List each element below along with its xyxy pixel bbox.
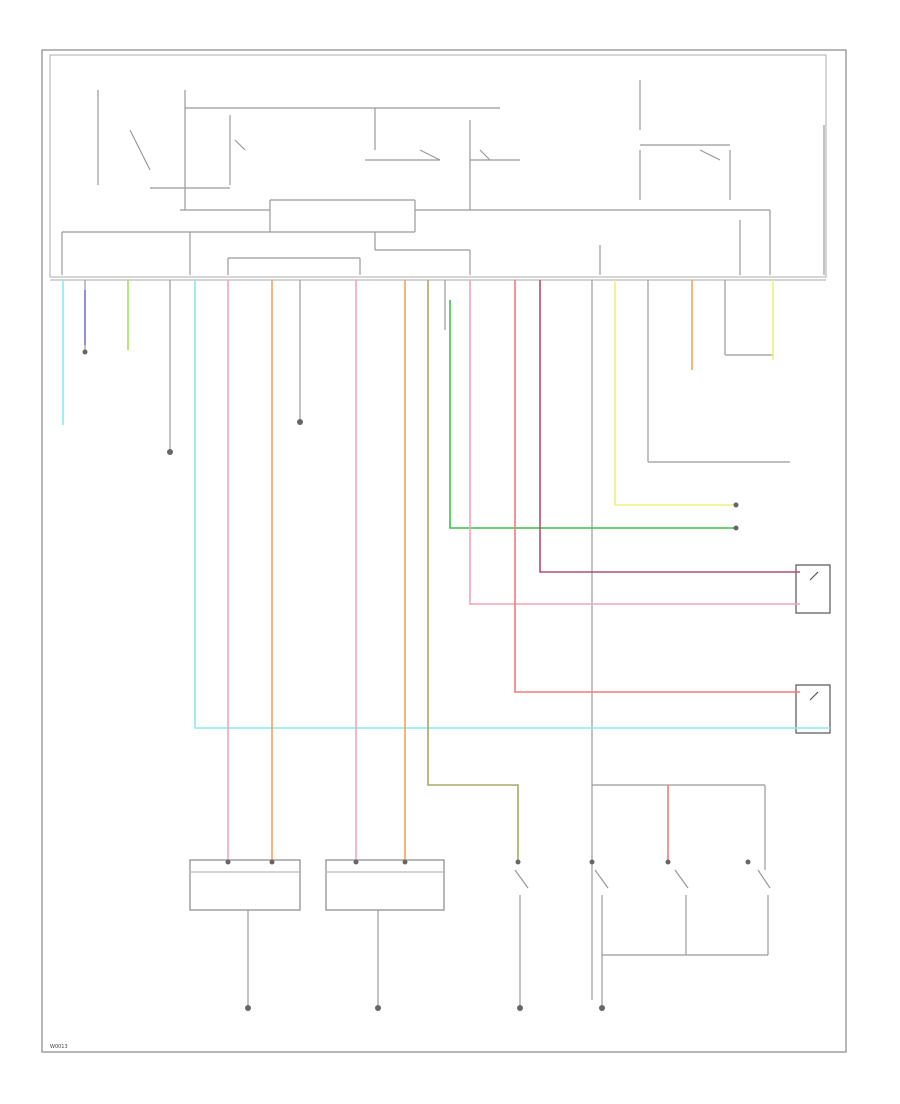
rear-power-window-switch: [795, 684, 831, 734]
olive-wire: [427, 280, 519, 862]
red-wire-rear: [514, 280, 800, 693]
left-window-motor: [189, 859, 301, 911]
right-window-motor: [325, 859, 445, 911]
cyan-wire-rear: [194, 280, 830, 729]
top-block-frame: [49, 54, 827, 278]
ground-symbol: [245, 1005, 251, 1011]
ground-symbol: [375, 1005, 381, 1011]
ground-symbol: [82, 349, 88, 355]
diagram-frame: [41, 49, 847, 1053]
ground-symbol: [599, 1005, 605, 1011]
purple-wire-front: [539, 280, 800, 573]
green-wire: [449, 300, 736, 529]
yellow-wire: [614, 280, 736, 506]
ground-symbol: [167, 449, 173, 455]
pink-wire-front: [469, 280, 800, 605]
top-switch-block: [61, 80, 825, 275]
ground-symbol: [517, 1005, 523, 1011]
ground-symbol: [297, 419, 303, 425]
front-power-window-switch: [795, 564, 831, 614]
footer-code: W0013: [50, 1044, 68, 1050]
